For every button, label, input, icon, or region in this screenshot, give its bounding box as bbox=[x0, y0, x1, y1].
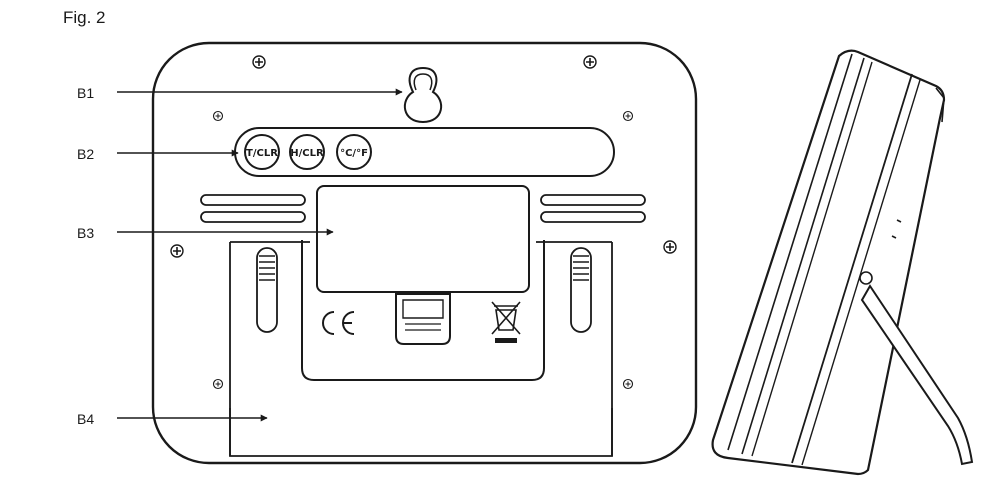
screw-icon bbox=[212, 378, 224, 390]
hinge-hole bbox=[859, 271, 873, 285]
screw-icon bbox=[622, 378, 634, 390]
screw-icon bbox=[170, 244, 184, 258]
callout-b2: B2 bbox=[77, 146, 239, 162]
crossed-bin-icon bbox=[491, 301, 521, 343]
rear-view: T/CLR H/CLR °C/°F bbox=[151, 41, 698, 465]
side-view bbox=[711, 49, 974, 476]
callout-label: B2 bbox=[77, 146, 94, 162]
stand-recess bbox=[229, 241, 613, 456]
callout-b3: B3 bbox=[77, 225, 334, 241]
screw-icon bbox=[252, 55, 266, 69]
unit-toggle-button[interactable]: °C/°F bbox=[336, 134, 372, 170]
screw-icon bbox=[212, 110, 224, 122]
unit-toggle-label: °C/°F bbox=[340, 148, 368, 159]
button-panel: T/CLR H/CLR °C/°F bbox=[234, 127, 615, 177]
left-hinge-clip bbox=[256, 247, 278, 333]
screw-icon bbox=[622, 110, 634, 122]
t-clr-label: T/CLR bbox=[246, 148, 278, 159]
vent-slots bbox=[200, 194, 646, 223]
figure-caption: Fig. 2 bbox=[63, 8, 106, 27]
callout-label: B3 bbox=[77, 225, 94, 241]
callout-b4: B4 bbox=[77, 411, 268, 427]
callout-label: B1 bbox=[77, 85, 94, 101]
right-hinge-clip bbox=[570, 247, 592, 333]
stand-bottom bbox=[229, 408, 613, 457]
t-clr-button[interactable]: T/CLR bbox=[244, 134, 280, 170]
callout-label: B4 bbox=[77, 411, 94, 427]
ce-mark bbox=[322, 311, 355, 335]
h-clr-label: H/CLR bbox=[290, 148, 324, 159]
battery-latch[interactable] bbox=[395, 293, 451, 345]
screw-icon bbox=[663, 240, 677, 254]
callout-b1: B1 bbox=[77, 85, 403, 101]
h-clr-button[interactable]: H/CLR bbox=[289, 134, 325, 170]
keyhole-hanger bbox=[403, 66, 443, 124]
side-stand bbox=[860, 284, 974, 466]
screw-icon bbox=[583, 55, 597, 69]
battery-compartment bbox=[301, 185, 545, 381]
